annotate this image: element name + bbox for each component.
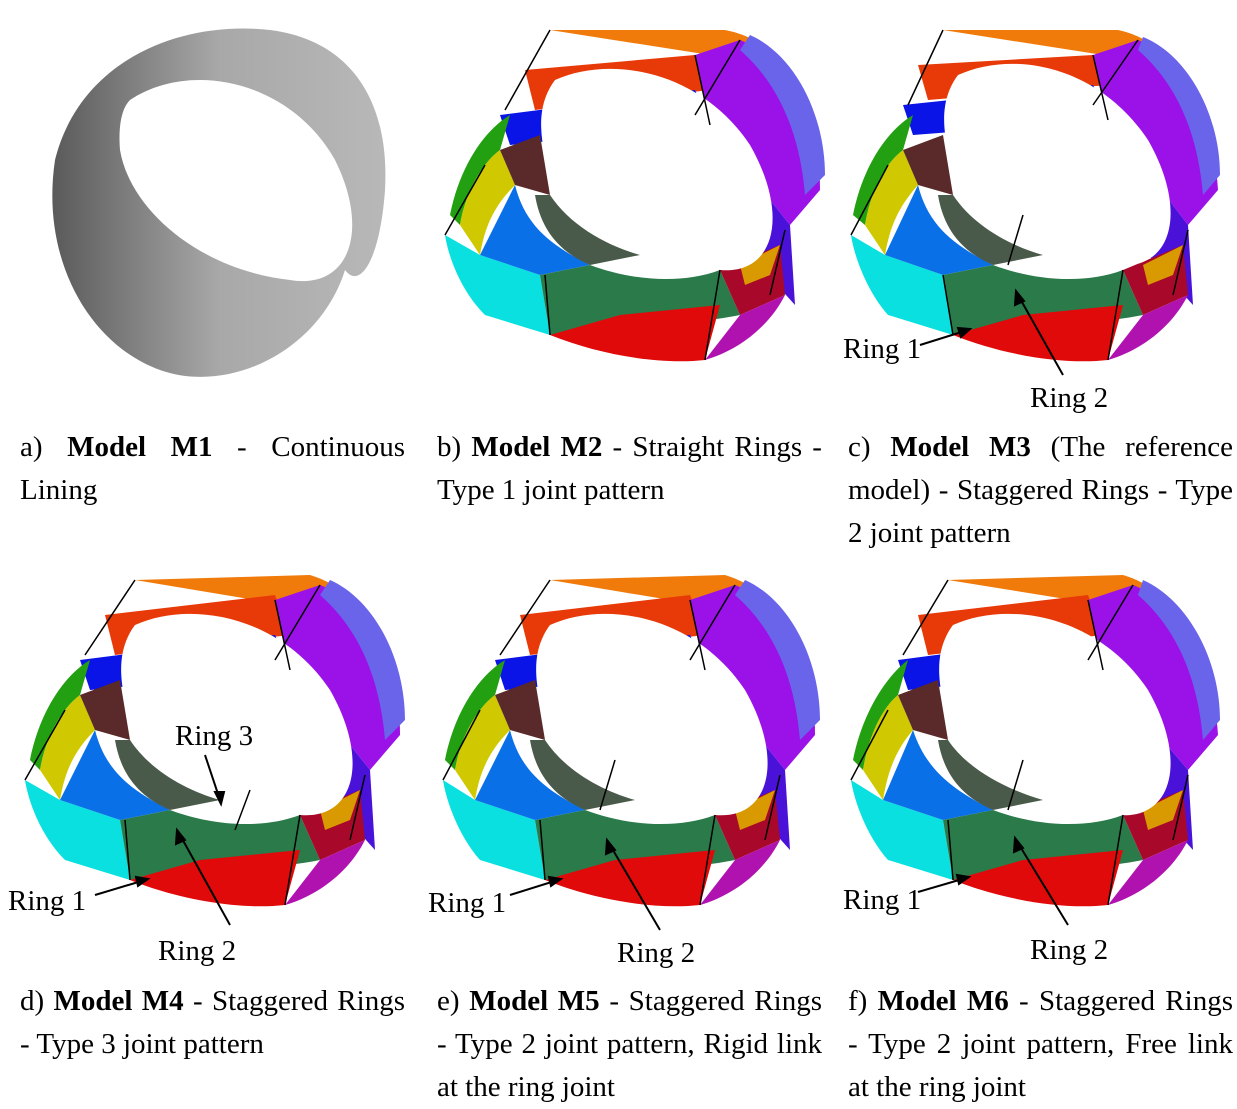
ring-2-label: Ring 2 (1030, 934, 1109, 966)
annotation-arrows (94, 754, 231, 926)
segmented-lining-figure-m6 (850, 575, 1220, 926)
caption-f: f) Model M6 - Staggered Rings - Type 2 j… (848, 985, 1233, 1103)
caption-b: b) Model M2 - Straight Rings - Type 1 jo… (437, 431, 822, 506)
ring-1-label: Ring 1 (8, 885, 87, 917)
annotation-arrows (917, 835, 1069, 926)
ring-2-label: Ring 2 (158, 935, 237, 967)
ring-2-label: Ring 2 (617, 937, 696, 969)
continuous-lining-figure (52, 28, 386, 377)
annotation-arrows (919, 288, 1064, 376)
lining-opening (944, 63, 1171, 266)
panel-d (20, 560, 420, 940)
ring-3-label: Ring 3 (175, 720, 254, 752)
caption-a: a) Model M1 - Continuous Lining (20, 431, 405, 506)
panel-a (20, 20, 400, 400)
panel-c (848, 15, 1233, 405)
lining-opening (536, 613, 768, 816)
ring-2-label: Ring 2 (1030, 382, 1109, 414)
caption-c: c) Model M3 (The reference model) - Stag… (848, 431, 1234, 549)
segmented-lining-figure-m3 (850, 29, 1220, 376)
lining-opening (939, 613, 1171, 816)
lining-opening (121, 613, 353, 816)
ring-1-label: Ring 1 (843, 333, 922, 365)
ring-1-label: Ring 1 (843, 884, 922, 916)
panel-f (848, 560, 1233, 940)
caption-d: d) Model M4 - Staggered Rings - Type 3 j… (20, 985, 405, 1060)
ring-1-label: Ring 1 (428, 887, 507, 919)
panel-b (440, 15, 840, 405)
segmented-lining-figure-m5 (442, 575, 820, 931)
lining-opening (541, 68, 773, 271)
panel-e (440, 560, 840, 940)
segmented-lining-figure-m2 (444, 29, 825, 362)
lining-opening (119, 80, 353, 282)
segmented-lining-figure-m4 (24, 575, 405, 926)
caption-e: e) Model M5 - Staggered Rings - Type 2 j… (437, 985, 822, 1103)
annotation-arrows (509, 837, 661, 931)
